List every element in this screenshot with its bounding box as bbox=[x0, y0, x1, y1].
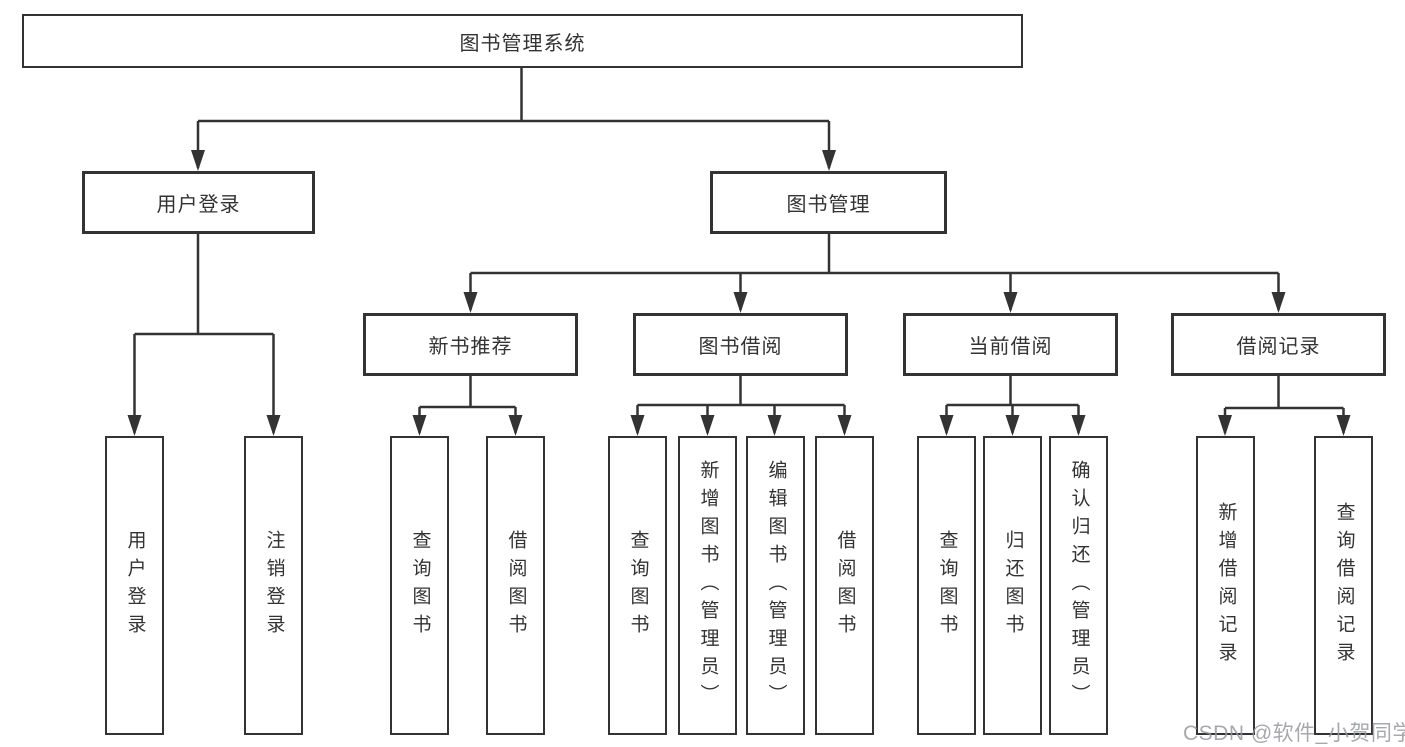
node-book-management: 图书管理 bbox=[710, 171, 947, 234]
node-leaf-query-books-current: 查询图书 bbox=[917, 436, 976, 735]
node-leaf-return-books-label: 归还图书 bbox=[1002, 529, 1024, 642]
node-leaf-query-books-recommend: 查询图书 bbox=[390, 436, 449, 735]
node-leaf-query-books-recommend-label: 查询图书 bbox=[409, 529, 431, 642]
node-book-management-label: 图书管理 bbox=[786, 194, 871, 216]
node-current-borrowing: 当前借阅 bbox=[903, 313, 1118, 376]
node-user-login: 用户登录 bbox=[82, 171, 315, 234]
node-current-borrowing-label: 当前借阅 bbox=[968, 336, 1053, 358]
node-leaf-add-book-admin-label: 新增图书（管理员） bbox=[697, 459, 719, 712]
node-leaf-logout-action-label: 注销登录 bbox=[263, 529, 285, 642]
node-leaf-query-books-current-label: 查询图书 bbox=[936, 529, 958, 642]
node-leaf-add-book-admin: 新增图书（管理员） bbox=[678, 436, 737, 735]
node-leaf-user-login-action-label: 用户登录 bbox=[124, 529, 146, 642]
node-leaf-logout-action: 注销登录 bbox=[244, 436, 303, 735]
node-leaf-return-books: 归还图书 bbox=[983, 436, 1042, 735]
connector-borrowing-to-leaves bbox=[636, 375, 846, 433]
node-leaf-query-books-borrowing-label: 查询图书 bbox=[627, 529, 649, 642]
connector-user-login-to-leaves bbox=[133, 233, 275, 433]
arrowheads bbox=[127, 150, 1351, 436]
node-leaf-confirm-return-admin-label: 确认归还（管理员） bbox=[1068, 459, 1090, 712]
node-leaf-query-books-borrowing: 查询图书 bbox=[608, 436, 667, 735]
node-leaf-edit-book-admin-label: 编辑图书（管理员） bbox=[765, 459, 787, 712]
node-leaf-query-borrow-record: 查询借阅记录 bbox=[1314, 436, 1373, 735]
node-borrowing-records-label: 借阅记录 bbox=[1236, 336, 1321, 358]
node-leaf-borrow-books-recommend-label: 借阅图书 bbox=[505, 529, 527, 642]
node-new-book-recommend-label: 新书推荐 bbox=[428, 336, 513, 358]
node-leaf-borrow-books-borrowing: 借阅图书 bbox=[815, 436, 874, 735]
connector-records-to-leaves bbox=[1223, 375, 1345, 433]
node-leaf-add-borrow-record-label: 新增借阅记录 bbox=[1215, 501, 1237, 670]
connector-recommend-to-leaves bbox=[418, 375, 517, 433]
node-root: 图书管理系统 bbox=[22, 14, 1023, 68]
node-user-login-label: 用户登录 bbox=[156, 194, 241, 216]
connector-book-management-to-level3 bbox=[469, 233, 1280, 310]
node-leaf-query-borrow-record-label: 查询借阅记录 bbox=[1333, 501, 1355, 670]
node-leaf-borrow-books-recommend: 借阅图书 bbox=[486, 436, 545, 735]
node-leaf-add-borrow-record: 新增借阅记录 bbox=[1196, 436, 1255, 735]
node-new-book-recommend: 新书推荐 bbox=[363, 313, 578, 376]
node-leaf-user-login-action: 用户登录 bbox=[105, 436, 164, 735]
node-leaf-borrow-books-borrowing-label: 借阅图书 bbox=[834, 529, 856, 642]
node-leaf-confirm-return-admin: 确认归还（管理员） bbox=[1049, 436, 1108, 735]
node-leaf-edit-book-admin: 编辑图书（管理员） bbox=[746, 436, 805, 735]
node-book-borrowing: 图书借阅 bbox=[633, 313, 848, 376]
connector-root-to-level2 bbox=[196, 67, 831, 168]
node-borrowing-records: 借阅记录 bbox=[1171, 313, 1386, 376]
node-book-borrowing-label: 图书借阅 bbox=[698, 336, 783, 358]
node-root-label: 图书管理系统 bbox=[459, 32, 586, 55]
watermark-text: CSDN @软件_小贺同学 bbox=[1183, 722, 1405, 745]
